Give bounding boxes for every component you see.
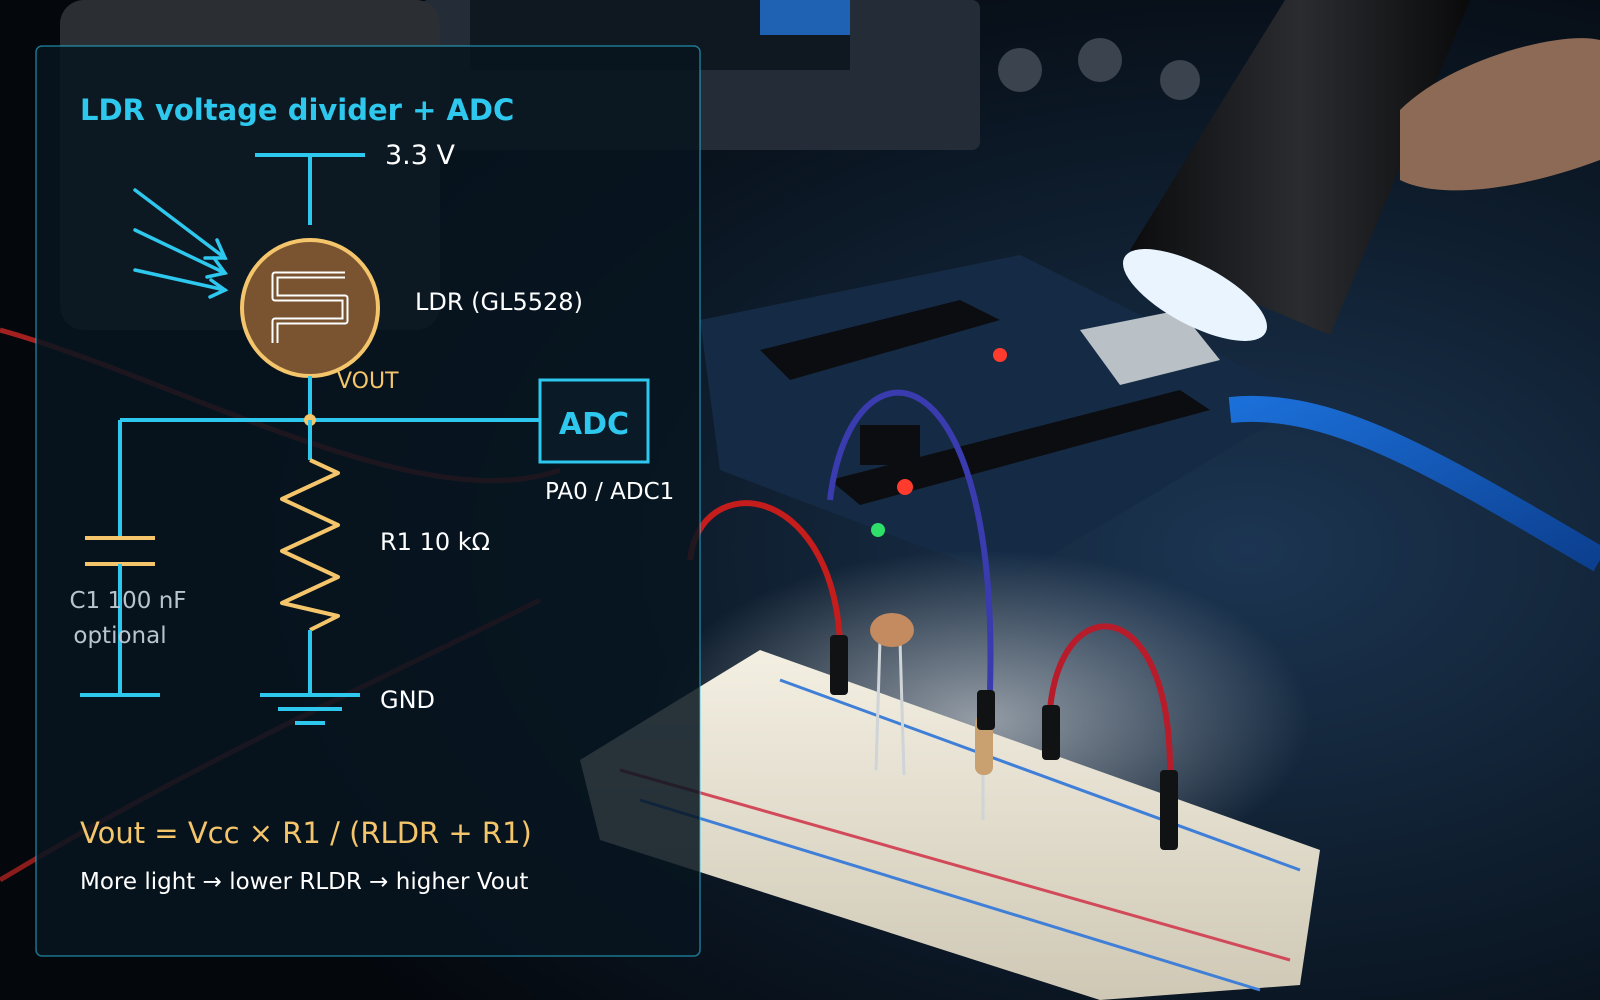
vout-label: VOUT [337,369,399,394]
jumper-plug-4 [1160,770,1178,850]
flashlight [1122,0,1600,341]
capacitor-note: optional [73,623,166,649]
breadboard [580,650,1320,1000]
usb-cable [1228,396,1600,572]
resistor-symbol [280,458,340,632]
red-black-jumper-wire [1047,623,1173,771]
light-arrows-icon [133,188,229,299]
adc-label: ADC [559,407,629,442]
ldr-symbol [240,238,380,378]
supply-voltage-label: 3.3 V [385,140,456,171]
ldr-label: LDR (GL5528) [415,288,583,316]
jumper-plug [830,635,848,695]
microcontroller-board [700,255,1310,580]
capacitor-label: C1 100 nF [69,588,186,614]
jumper-plug-2 [977,690,995,730]
resistor-label: R1 10 kΩ [380,528,490,556]
diagram-title: LDR voltage divider + ADC [80,93,514,127]
adc-block [538,378,650,464]
adc-pin-label: PA0 / ADC1 [545,479,674,505]
explanation-text: More light → lower RLDR → higher Vout [80,869,528,895]
ground-icon [260,693,360,725]
formula: Vout = Vcc × R1 / (RLDR + R1) [80,816,532,850]
blue-jumper-wire [827,389,994,691]
jumper-plug-3 [1042,705,1060,760]
panel-background [35,45,701,957]
ldr-component [870,613,914,776]
ground-label: GND [380,686,435,714]
